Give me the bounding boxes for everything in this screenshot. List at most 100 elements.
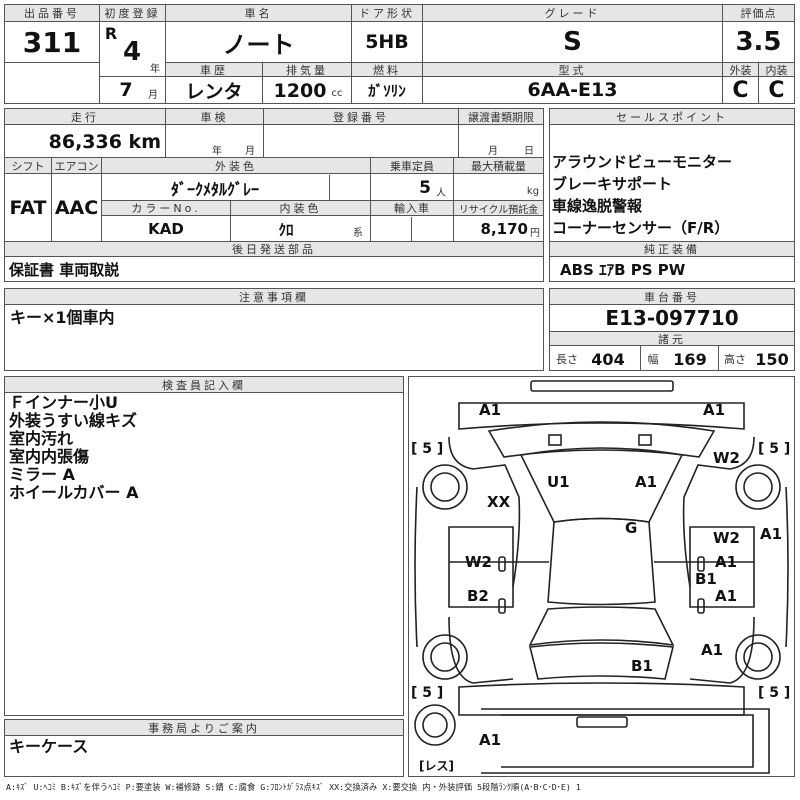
width-value: 169 — [673, 349, 707, 369]
car-outline-diagram — [414, 380, 789, 774]
tire-mark: [ 5 ] — [758, 685, 791, 701]
damage-mark: A1 — [635, 473, 658, 491]
recycle-value: 8,170 — [480, 220, 528, 238]
lot-label: 出品番号 — [5, 5, 99, 22]
damage-mark: B2 — [467, 587, 489, 605]
first-reg-label: 初度登録 — [100, 5, 165, 22]
header-block — [4, 4, 795, 104]
door-value: 5HB — [365, 31, 409, 53]
displacement-unit: cc — [331, 87, 343, 99]
equipment-label: 純正装備 — [550, 242, 794, 257]
ac-value: AAC — [54, 197, 99, 219]
shift-value: FAT — [9, 197, 47, 219]
interior-label: 内装 — [759, 62, 794, 77]
interior-color-label: 内装色 — [231, 201, 370, 216]
sales-point-item: ブレーキサポート — [552, 175, 673, 193]
mileage-label: 走行 — [5, 109, 165, 125]
color-value: ﾀﾞｰｸﾒﾀﾙｸﾞﾚｰ — [170, 180, 259, 199]
damage-mark: A1 — [479, 401, 502, 419]
sales-points-label: セールスポイント — [550, 109, 794, 125]
inspection-label: 車検 — [166, 109, 263, 125]
capacity-unit: 人 — [436, 187, 446, 199]
grade-label: グレード — [423, 5, 722, 22]
tire-mark: [ 5 ] — [758, 441, 791, 457]
exterior-label: 外装 — [723, 62, 758, 77]
recycle-unit: 円 — [530, 227, 540, 239]
transfer-label: 譲渡書類期限 — [459, 109, 543, 125]
office-value: キーケース — [9, 737, 89, 756]
damage-mark: A1 — [715, 553, 738, 571]
capacity-label: 乗車定員 — [371, 158, 453, 174]
equipment-value: ABS ｴｱB PS PW — [560, 260, 686, 279]
year-unit: 年 — [150, 63, 160, 75]
exterior-score: C — [732, 77, 749, 103]
damage-mark: G — [625, 519, 638, 537]
reg-no-label: 登録番号 — [264, 109, 458, 125]
notes-block — [4, 288, 544, 371]
damage-mark: B1 — [631, 657, 653, 675]
inspector-line: ミラー A — [9, 465, 75, 484]
era: R — [104, 23, 118, 43]
length-value: 404 — [591, 349, 625, 369]
sales-point-item: コーナーセンサー（F/R） — [552, 219, 730, 237]
interior-color-suffix: 系 — [353, 227, 363, 239]
later-parts-label: 後日発送部品 — [5, 242, 543, 257]
notes-value: キー×1個車内 — [10, 308, 115, 327]
damage-mark: U1 — [547, 473, 570, 491]
import-label: 輸入車 — [371, 201, 453, 216]
notes-label: 注意事項欄 — [5, 289, 543, 305]
load-unit: kg — [526, 185, 540, 197]
tire-mark: [ 5 ] — [411, 441, 444, 457]
door-label: ドア形状 — [352, 5, 422, 22]
damage-mark: A1 — [701, 641, 724, 659]
grade-value: S — [563, 27, 582, 57]
damage-mark: W2 — [465, 553, 492, 571]
damage-mark: B1 — [695, 570, 717, 588]
transfer-month-unit: 月 — [488, 145, 498, 157]
spare-tire-mark: [レス] — [419, 759, 454, 773]
chassis-value: E13-097710 — [605, 306, 739, 330]
chassis-label: 車台番号 — [550, 289, 794, 305]
month-unit: 月 — [148, 89, 158, 101]
model-value: 6AA-E13 — [527, 79, 618, 101]
lot-number: 311 — [22, 25, 82, 59]
height-label: 高さ — [724, 353, 746, 366]
ac-label: エアコン — [52, 158, 101, 174]
model-label: 型式 — [423, 62, 722, 77]
damage-mark: XX — [487, 493, 511, 511]
shift-label: シフト — [5, 158, 51, 174]
tire-mark: [ 5 ] — [411, 685, 444, 701]
history-value: レンタ — [185, 80, 243, 103]
color-no-value: KAD — [148, 220, 184, 238]
fuel-value: ｶﾞｿﾘﾝ — [368, 81, 406, 100]
first-reg-year: 4 — [122, 37, 142, 67]
damage-mark: W2 — [713, 529, 740, 547]
inspector-line: 室内内張傷 — [9, 447, 90, 466]
car-name-label: 車名 — [166, 5, 351, 22]
office-label: 事務局よりご案内 — [5, 720, 403, 736]
score-label: 評価点 — [723, 5, 794, 22]
score-value: 3.5 — [735, 27, 782, 57]
chassis-block — [549, 288, 795, 371]
width-label: 幅 — [647, 353, 659, 366]
color-label: 外装色 — [102, 158, 370, 174]
first-reg-month: 7 — [119, 79, 133, 101]
damage-mark: A1 — [479, 731, 502, 749]
interior-color-value: ｸﾛ — [278, 220, 294, 239]
sales-point-item: 車線逸脱警報 — [552, 197, 643, 215]
inspection-month-unit: 月 — [245, 145, 255, 157]
load-label: 最大積載量 — [454, 158, 543, 174]
later-parts-value: 保証書 車両取説 — [9, 260, 120, 279]
sales-points-block — [549, 108, 795, 282]
inspection-year-unit: 年 — [212, 145, 222, 157]
damage-mark: W2 — [713, 449, 740, 467]
inspector-line: ホイールカバー A — [9, 483, 139, 502]
displacement-value: 1200 — [273, 80, 327, 102]
dims-label: 諸元 — [550, 331, 794, 346]
car-name: ノート — [222, 30, 295, 59]
vehicle-detail-block — [4, 108, 544, 282]
capacity-value: 5 — [419, 178, 431, 198]
transfer-day-unit: 日 — [524, 145, 534, 157]
history-label: 車歴 — [166, 62, 262, 77]
damage-mark: A1 — [760, 525, 783, 543]
